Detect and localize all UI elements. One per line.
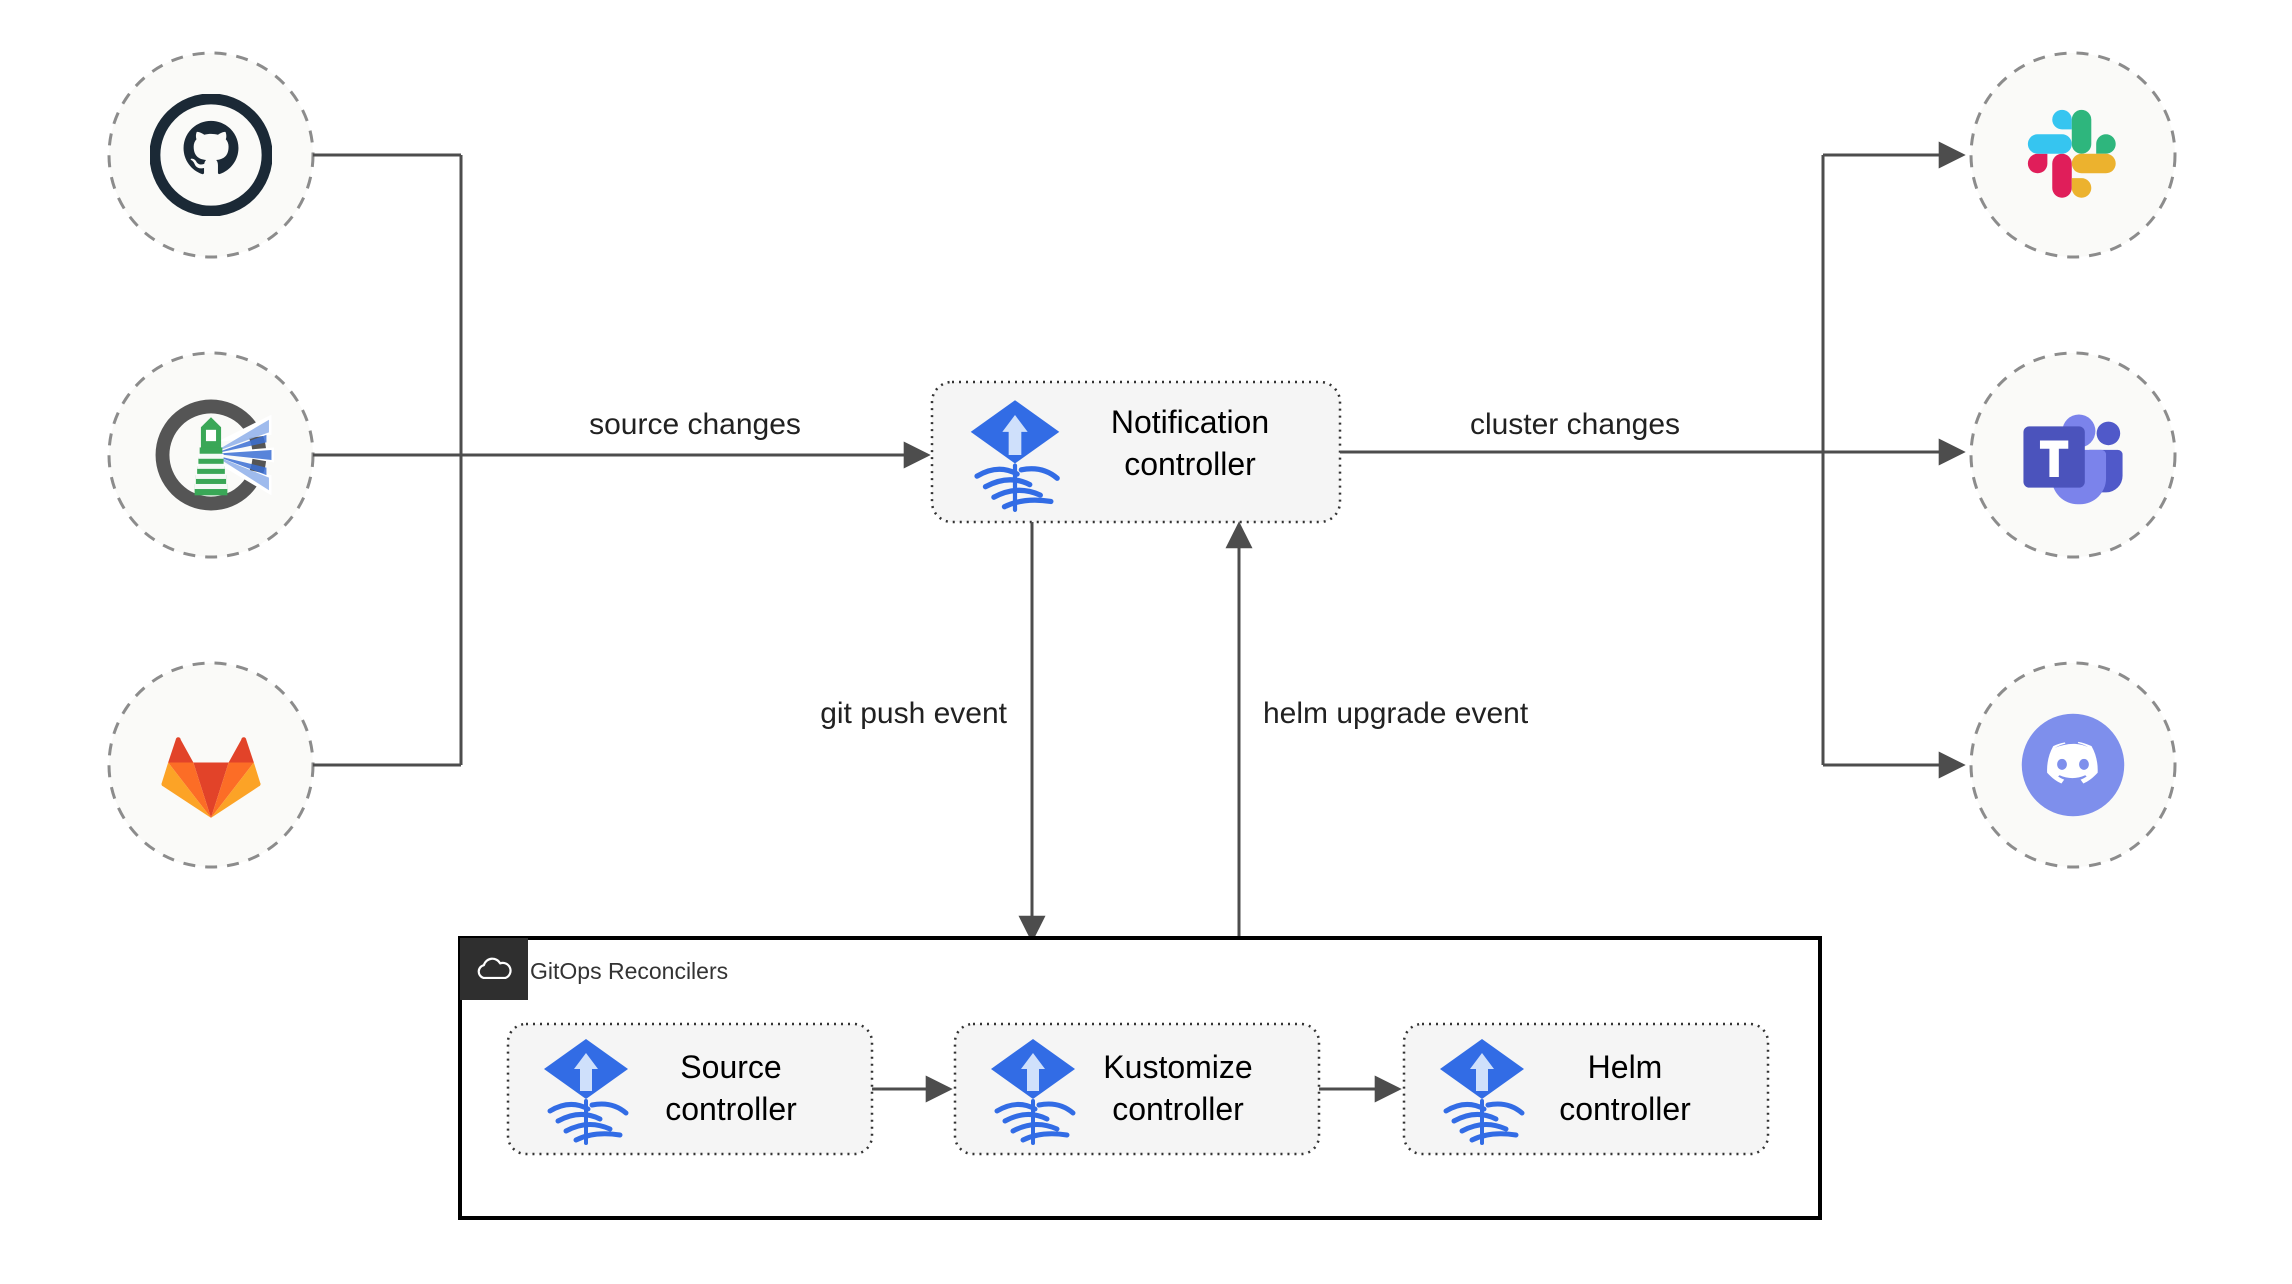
kustomize-controller-label-line2: controller	[1112, 1091, 1244, 1127]
provider-node-discord[interactable]	[1969, 661, 2177, 869]
provider-node-teams[interactable]	[1969, 351, 2177, 559]
node-source-controller[interactable]	[506, 1022, 874, 1156]
node-kustomize-controller[interactable]	[953, 1022, 1321, 1156]
helm-controller-label-line1: Helm	[1588, 1049, 1663, 1085]
discord-icon	[2021, 713, 2125, 817]
provider-node-slack[interactable]	[1969, 51, 2177, 259]
group-title: GitOps Reconcilers	[530, 958, 728, 984]
source-controller-label-line1: Source	[680, 1049, 781, 1085]
edge-label-git-push-event: git push event	[820, 697, 1007, 730]
kustomize-controller-label-line1: Kustomize	[1103, 1049, 1252, 1085]
source-controller-label-line2: controller	[665, 1091, 797, 1127]
edge-label-helm-upgrade-event: helm upgrade event	[1263, 697, 1529, 730]
source-node-gitlab[interactable]	[107, 661, 315, 869]
edge-sources-to-notification	[313, 153, 931, 767]
edge-notification-to-providers	[1340, 141, 1966, 779]
group-icon-badge	[460, 938, 528, 1000]
source-node-flux[interactable]	[107, 351, 315, 559]
notification-controller-label-line1: Notification	[1111, 404, 1269, 440]
notification-controller-label-line2: controller	[1124, 446, 1256, 482]
edge-label-source-changes: source changes	[589, 408, 801, 441]
edge-label-cluster-changes: cluster changes	[1470, 408, 1680, 441]
node-helm-controller[interactable]	[1402, 1022, 1770, 1156]
source-node-github[interactable]	[107, 51, 315, 259]
helm-controller-label-line2: controller	[1559, 1091, 1691, 1127]
